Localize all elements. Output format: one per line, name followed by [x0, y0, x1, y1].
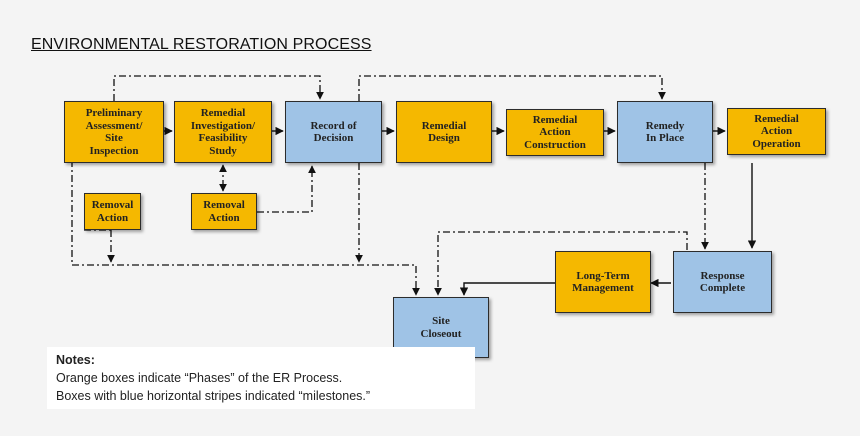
box-response-complete: Response Complete [673, 251, 772, 313]
box-removal-action-2: Removal Action [191, 193, 257, 230]
dashed-removal2-to-rod [257, 165, 316, 213]
box-record-of-decision: Record of Decision [285, 101, 382, 163]
dashed-rod-to-rip [358, 75, 666, 101]
notes-panel: Notes: Orange boxes indicate “Phases” of… [47, 347, 475, 409]
box-preliminary-assessment: Preliminary Assessment/ Site Inspection [64, 101, 164, 163]
notes-line-2: Boxes with blue horizontal stripes indic… [56, 389, 371, 403]
dashed-pa-to-closeout [71, 160, 420, 296]
arrow-ltm-to-closeout [459, 282, 555, 296]
notes-title: Notes: [56, 353, 95, 367]
box-long-term-management: Long-Term Management [555, 251, 651, 313]
box-remedial-action-construction: Remedial Action Construction [506, 109, 604, 156]
dashed-pa-to-rod [113, 75, 324, 101]
box-remedial-design: Remedial Design [396, 101, 492, 163]
box-remedial-action-operation: Remedial Action Operation [727, 108, 826, 155]
diagram-title: ENVIRONMENTAL RESTORATION PROCESS [31, 36, 372, 53]
notes-line-1: Orange boxes indicate “Phases” of the ER… [56, 371, 343, 385]
box-removal-action-1: Removal Action [84, 193, 141, 230]
box-remedial-investigation: Remedial Investigation/ Feasibility Stud… [174, 101, 272, 163]
box-remedy-in-place: Remedy In Place [617, 101, 713, 163]
